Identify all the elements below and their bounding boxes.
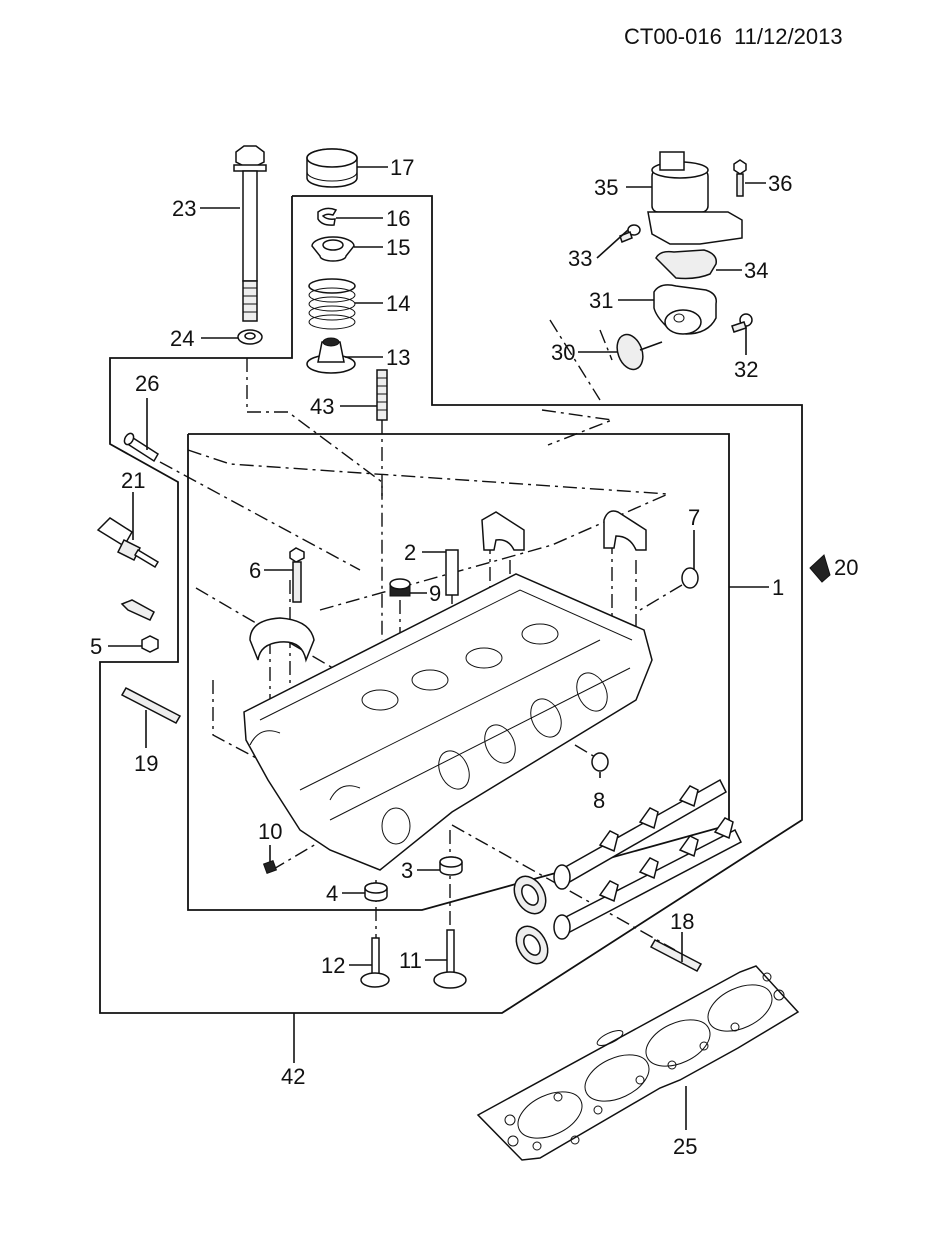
callout-1: 1: [772, 575, 784, 600]
callout-35: 35: [594, 175, 618, 200]
plug-10: [262, 859, 278, 875]
callout-18: 18: [670, 909, 694, 934]
valve-seat-insert-3: [439, 856, 463, 876]
callout-16: 16: [386, 206, 410, 231]
valve-seat-insert-4: [364, 882, 388, 902]
callout-6: 6: [249, 558, 261, 583]
valve-spring-14: [308, 278, 356, 330]
sensor-21: [96, 517, 160, 569]
callout-3: 3: [401, 858, 413, 883]
callout-labels: 23 24 17 16 15 14 13 43 26 21 5 19 6 2 9…: [90, 155, 858, 1159]
callout-14: 14: [386, 291, 410, 316]
bolt-36: [733, 159, 747, 197]
head-bolt-23: [233, 145, 267, 322]
callout-4: 4: [326, 881, 338, 906]
valve-11: [433, 929, 467, 989]
camshaft: [553, 778, 727, 890]
callout-19: 19: [134, 751, 158, 776]
callout-25: 25: [673, 1134, 697, 1159]
callout-23: 23: [172, 196, 196, 221]
cylinder-head-1: [243, 573, 653, 871]
callout-15: 15: [386, 235, 410, 260]
gasket-34: [655, 249, 717, 280]
valve-stem-seal-13: [306, 337, 356, 374]
callout-5: 5: [90, 634, 102, 659]
washer-24: [237, 329, 263, 345]
stud-43: [376, 369, 388, 421]
plug-7: [681, 567, 699, 589]
diagram-date: 11/12/2013: [734, 24, 843, 49]
diagram-code: CT00-016: [624, 24, 722, 49]
group-outline-42: [99, 195, 803, 1014]
callout-26: 26: [135, 371, 159, 396]
callout-32: 32: [734, 357, 758, 382]
callout-2: 2: [404, 540, 416, 565]
callout-34: 34: [744, 258, 768, 283]
fitting: [120, 599, 155, 621]
leader-lines: [108, 166, 769, 1130]
spring-retainer-15: [311, 236, 355, 262]
callout-7: 7: [688, 505, 700, 530]
valve-12: [360, 937, 390, 988]
callout-43: 43: [310, 394, 334, 419]
callout-17: 17: [390, 155, 414, 180]
callout-33: 33: [568, 246, 592, 271]
callout-21: 21: [121, 468, 145, 493]
head-gasket-25: [476, 965, 800, 1161]
egr-valve-35: [647, 151, 743, 245]
gasket-30: [616, 333, 663, 371]
bearing-cap: [481, 511, 525, 551]
view-arrow-20-icon: [809, 554, 831, 583]
camshaft: [553, 817, 742, 940]
bearing-cap-bolt-6: [289, 547, 305, 603]
dowel-sleeve-2: [445, 549, 459, 596]
nut-5: [141, 635, 159, 653]
callout-10: 10: [258, 819, 282, 844]
camshaft-oil-seal: [513, 875, 547, 915]
plug-8: [591, 752, 609, 772]
stud-19: [120, 687, 182, 724]
callout-31: 31: [589, 288, 613, 313]
callout-24: 24: [170, 326, 194, 351]
bearing-cap: [249, 617, 315, 663]
camshaft-oil-seal: [515, 925, 549, 965]
callout-11: 11: [399, 948, 422, 973]
egr-adapter-31: [653, 284, 718, 335]
callout-13: 13: [386, 345, 410, 370]
callout-36: 36: [768, 171, 792, 196]
callout-20: 20: [834, 555, 858, 580]
callout-42: 42: [281, 1064, 305, 1089]
diagram-header: CT00-016 11/12/2013: [624, 24, 843, 50]
callout-30: 30: [551, 340, 575, 365]
callout-12: 12: [321, 953, 345, 978]
valve-key-16: [317, 207, 338, 226]
stud-18: [649, 939, 703, 972]
tappet-17: [306, 148, 358, 188]
screw-plug-9: [389, 578, 411, 597]
callout-9: 9: [429, 581, 441, 606]
pin-26: [123, 432, 160, 463]
bearing-cap: [603, 510, 647, 551]
bolt-32: [731, 313, 753, 333]
callout-8: 8: [593, 788, 605, 813]
